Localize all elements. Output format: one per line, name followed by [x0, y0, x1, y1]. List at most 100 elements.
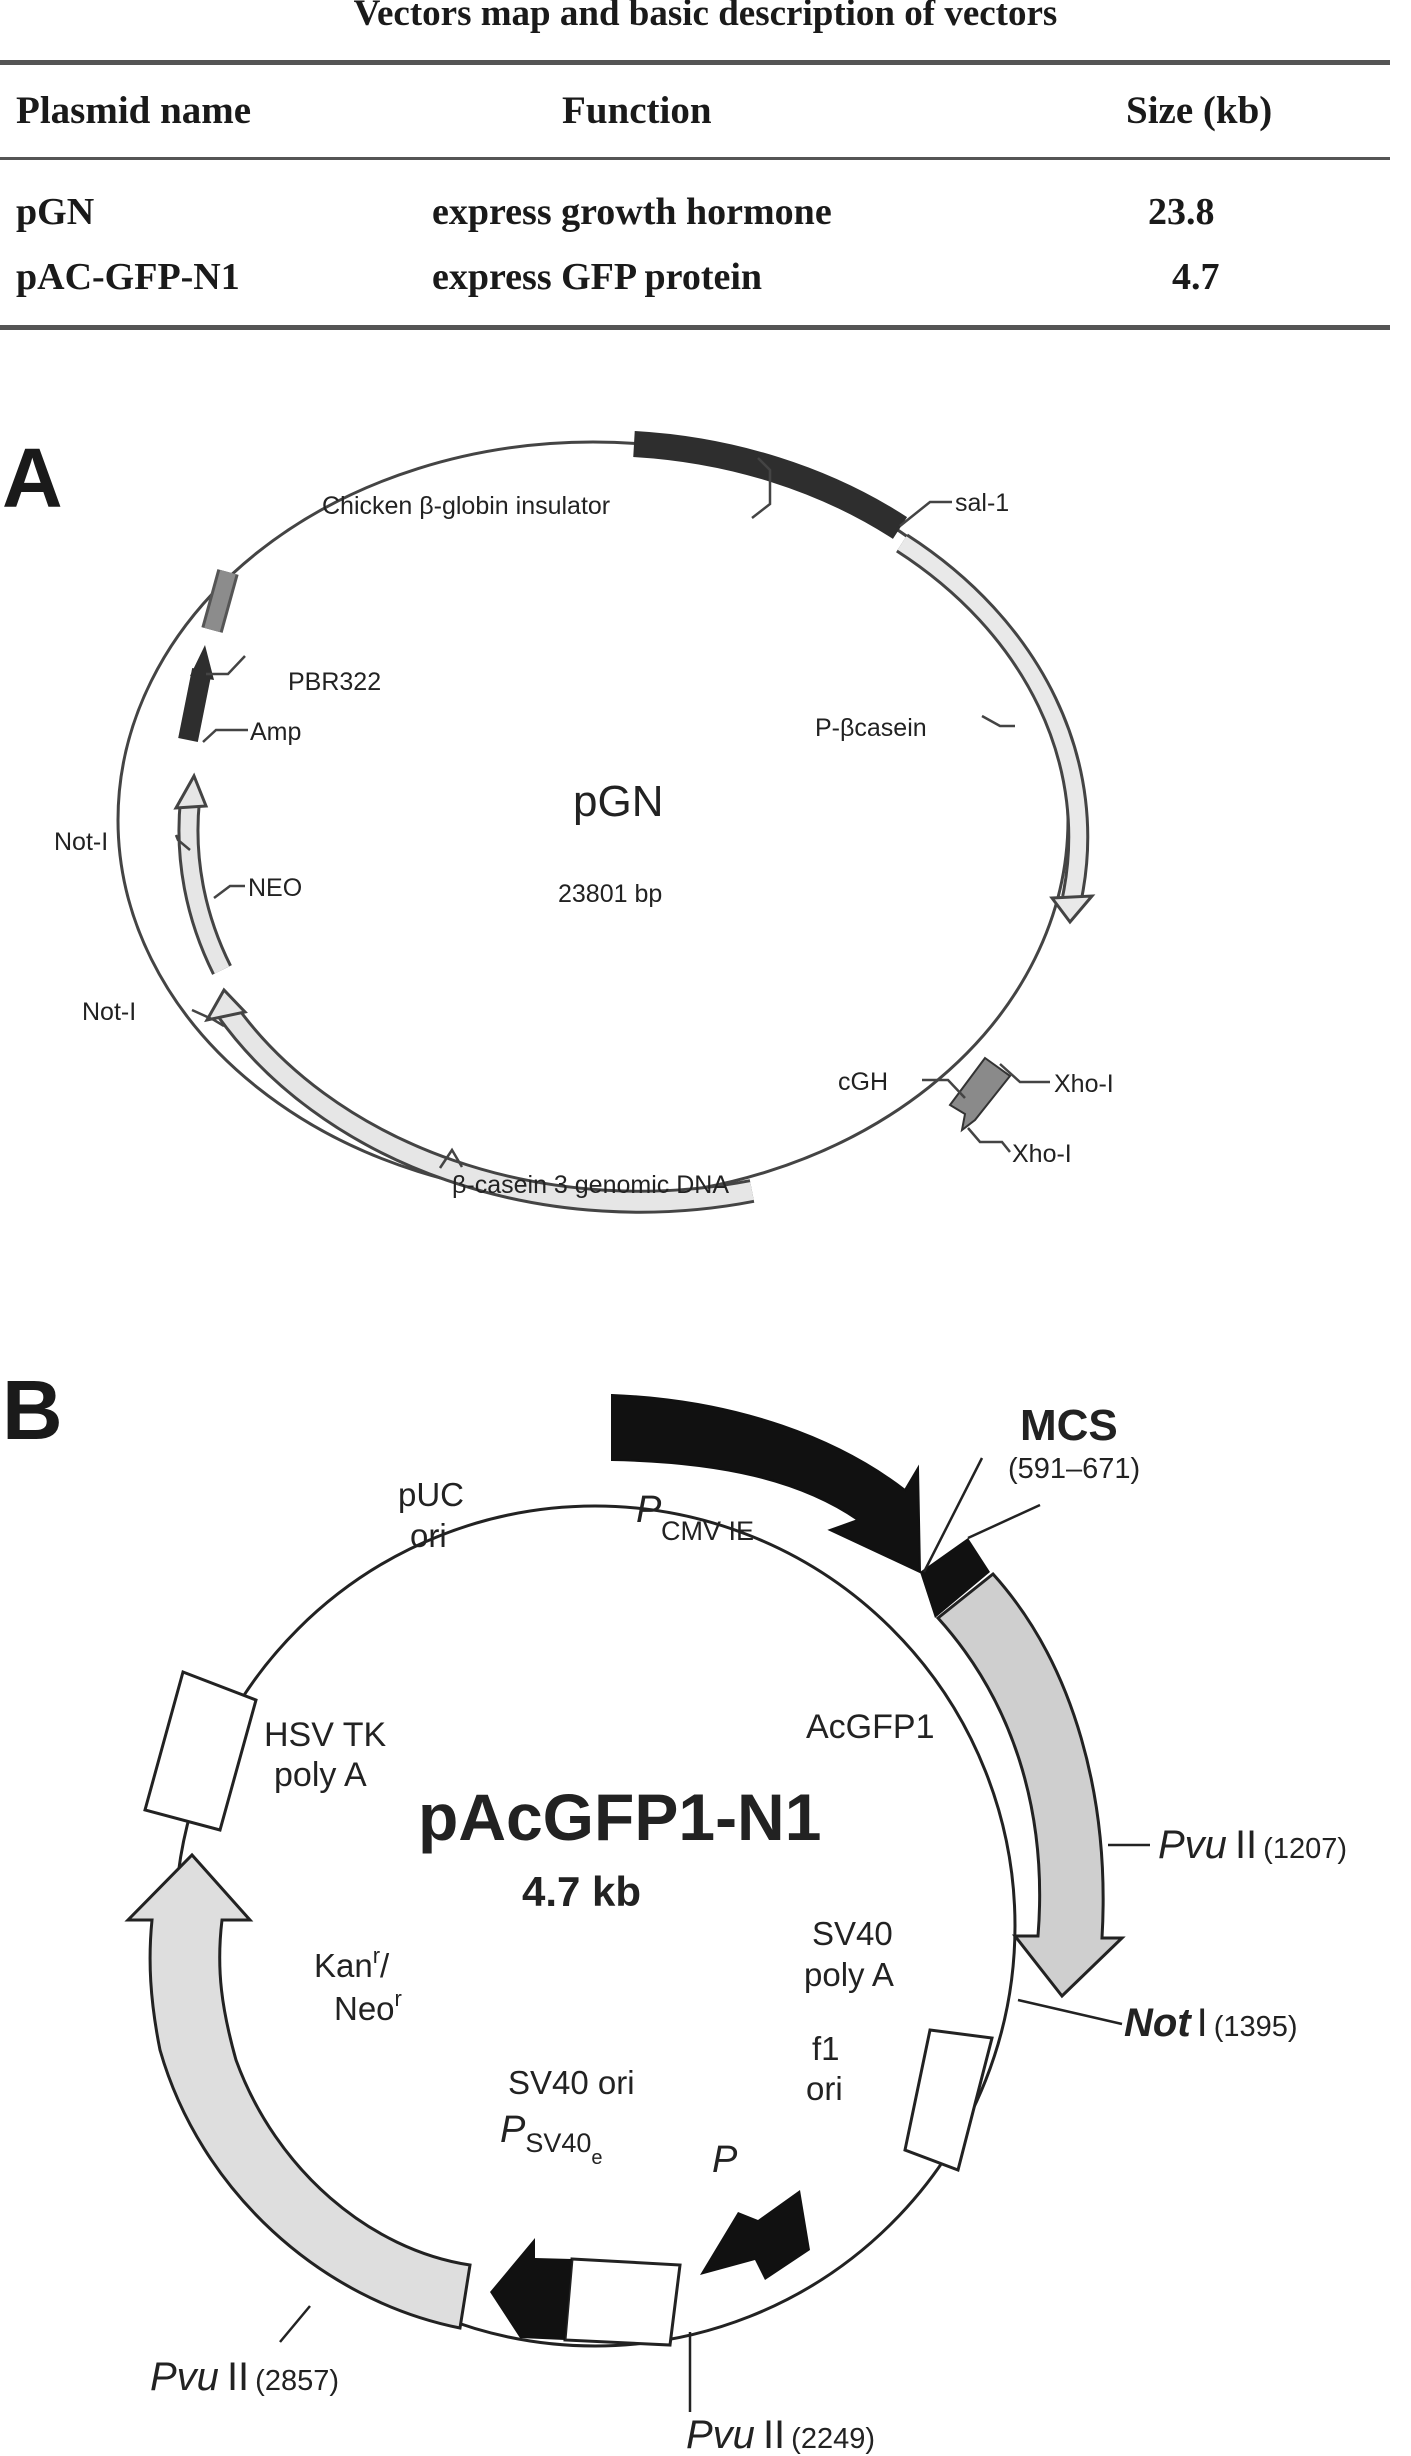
sv40-ori-label: SV40 ori [508, 2064, 635, 2101]
puc-label-1: pUC [398, 1476, 464, 1513]
neo-text: Neo [334, 1990, 395, 2027]
pbr-leader [206, 655, 246, 676]
pvu2857-ii: II [227, 2355, 249, 2399]
cgh-block [948, 1056, 1012, 1133]
genomic-label: β-casein 3 genomic DNA [452, 1171, 729, 1199]
kan-text: Kan [314, 1947, 373, 1984]
neo-leader [213, 884, 245, 899]
xho2-leader [967, 1127, 1011, 1153]
pacgfp-name: pAcGFP1-N1 [418, 1780, 821, 1854]
xho2-label: Xho-I [1012, 1140, 1072, 1168]
sv40-ori-block [563, 2257, 682, 2347]
mcs-range: (591–671) [1008, 1453, 1140, 1485]
neo-arrow [180, 799, 230, 974]
kan-sup: r [373, 1943, 380, 1968]
mcs-block [920, 1538, 990, 1618]
pvu2249-pos: (2249) [791, 2423, 875, 2455]
acgfp1-label: AcGFP1 [806, 1708, 934, 1746]
psv40-subsub: e [591, 2147, 602, 2169]
f1-label-1: f1 [812, 2030, 840, 2067]
hsv-polya-block [143, 1670, 258, 1832]
mcs-label: MCS [1020, 1401, 1118, 1450]
sal-label: sal-1 [955, 489, 1009, 517]
pcasein-arrow-head [1049, 894, 1096, 925]
row-plasmid-name: pGN [16, 191, 95, 233]
amp-block [178, 668, 212, 742]
row-size: 23.8 [1148, 191, 1215, 233]
psv40e-arrow [490, 2238, 572, 2340]
row-function: express growth hormone [432, 191, 832, 233]
table-header-rule [0, 157, 1390, 160]
pvu1207-pvu: Pvu [1158, 1823, 1227, 1867]
psv40-p: P [500, 2109, 526, 2151]
table-bottom-rule [0, 325, 1390, 330]
pcmv-arrow [611, 1393, 922, 1574]
not1395-pos: (1395) [1214, 2011, 1298, 2043]
not2-leader [191, 1008, 225, 1028]
amp-arrow-head [190, 645, 214, 680]
header-function: Function [562, 89, 712, 132]
f1-label-2: ori [806, 2070, 843, 2107]
insulator-label: Chicken β-globin insulator [322, 492, 610, 520]
psv40-label: PSV40e [500, 2109, 603, 2169]
genomic-arrow-head [204, 987, 248, 1023]
not1395-leader [1017, 1998, 1123, 2026]
kan-slash: / [380, 1947, 390, 1984]
amp-label: Amp [250, 718, 301, 746]
genomic-leader [438, 1147, 464, 1169]
neo-label: Neor [334, 1986, 402, 2027]
pvu2857-pos: (2857) [255, 2365, 339, 2397]
cgh-leader [922, 1078, 966, 1099]
pvu2249-ii: II [763, 2413, 785, 2456]
mcs-leader-1 [922, 1457, 984, 1573]
puc-label-2: ori [410, 1517, 447, 1554]
neo-arrow-head [173, 772, 209, 810]
pcasein-leader [981, 714, 1015, 728]
sv40-polya-label-2: poly A [804, 1956, 894, 1993]
kan-neo-arrow [124, 1852, 472, 2330]
pgn-name: pGN [573, 777, 663, 826]
pgn-plasmid-map: Chicken β-globin insulator sal-1 P-βcase… [54, 431, 1114, 1214]
table-title: Vectors map and basic description of vec… [353, 0, 1058, 34]
pcasein-arrow [897, 536, 1087, 900]
insulator-leader [751, 457, 772, 519]
pcasein-label: P-βcasein [815, 714, 927, 742]
not1395-i: I [1197, 2001, 1208, 2045]
pvu2857-leader [279, 2305, 311, 2343]
pcmv-sub: CMV IE [661, 1516, 754, 1546]
pbr322-label: PBR322 [288, 668, 381, 696]
header-size: Size (kb) [1126, 89, 1273, 132]
row-size: 4.7 [1172, 256, 1220, 298]
acgfp1-arrow [935, 1571, 1126, 1999]
row-plasmid-name: pAC-GFP-N1 [16, 256, 240, 298]
table-top-rule [0, 60, 1390, 65]
pvu2249-pvu: Pvu [686, 2413, 755, 2456]
insulator-block [633, 431, 908, 539]
neo-label: NEO [248, 874, 302, 902]
xho1-leader [999, 1063, 1050, 1084]
panel-b-letter: B [2, 1363, 63, 1457]
pacgfp1-n1-plasmid-map: MCS (591–671) P CMV IE pUC ori AcGFP1 HS… [124, 1393, 1347, 2456]
not1-label: Not-I [54, 828, 108, 856]
p-label: P [712, 2139, 738, 2181]
pgn-leader-lines [174, 457, 1050, 1169]
pvu2857-pvu: Pvu [150, 2355, 219, 2399]
header-plasmid-name: Plasmid name [16, 89, 252, 132]
amp-leader [202, 728, 248, 743]
sal-leader [899, 500, 952, 527]
pacgfp-leader-lines [279, 1457, 1150, 2412]
f1-p-arrow [700, 2190, 810, 2280]
cgh-label: cGH [838, 1068, 888, 1096]
pacgfp-size: 4.7 kb [522, 1868, 641, 1915]
pbr322-block [204, 569, 236, 633]
hsv-label-2: poly A [274, 1756, 367, 1794]
mcs-leader-2 [967, 1503, 1041, 1540]
pvu1207-ii: II [1235, 1823, 1257, 1867]
sv40-polya-label-1: SV40 [812, 1915, 893, 1952]
not2-label: Not-I [82, 998, 136, 1026]
pcmv-label: P [636, 1489, 662, 1531]
